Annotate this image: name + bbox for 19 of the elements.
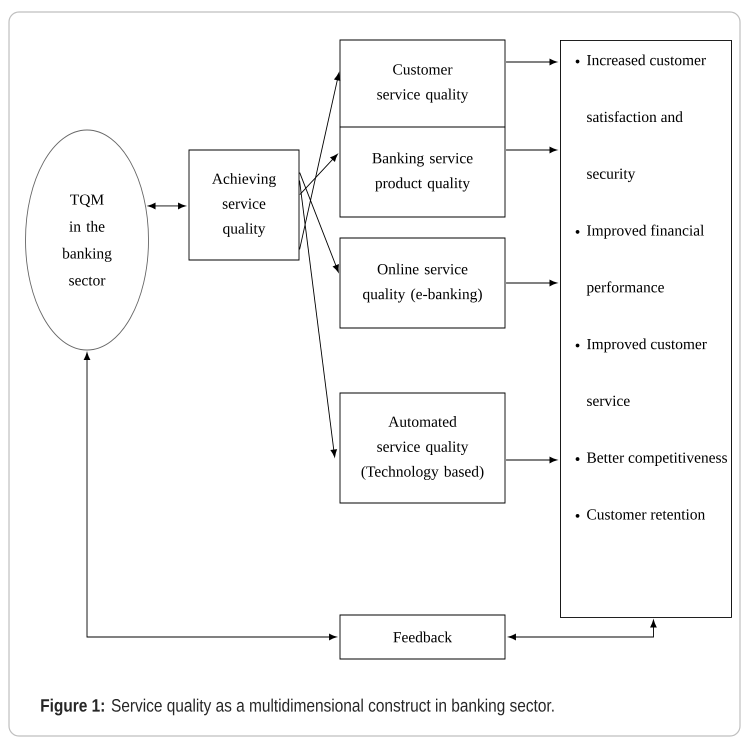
arrow <box>506 280 558 286</box>
arrow <box>508 620 657 640</box>
process-box: Feedback <box>340 614 506 660</box>
arrow <box>148 202 186 210</box>
process-box: Achieving service quality <box>188 150 300 260</box>
arrow <box>299 172 339 272</box>
process-box: Customer service quality <box>340 40 506 128</box>
arrow <box>84 352 337 640</box>
process-box: Online service quality (e-banking) <box>340 238 506 328</box>
process-box: Banking service product quality <box>340 126 506 218</box>
arrow <box>299 72 340 250</box>
caption: Figure 1: Service quality as a multidimensional construct in banking sector. <box>41 698 554 716</box>
process-box: Automated service quality (Technology based) <box>340 392 506 504</box>
arrow <box>299 180 337 458</box>
arrow <box>299 154 338 195</box>
arrow <box>506 146 558 154</box>
arrow <box>506 456 558 464</box>
arrow <box>506 58 558 66</box>
outcomes-box: Increased customer satisfaction and security Improved financial performance Improved customer service Better competitiveness Customer retention <box>560 40 732 618</box>
